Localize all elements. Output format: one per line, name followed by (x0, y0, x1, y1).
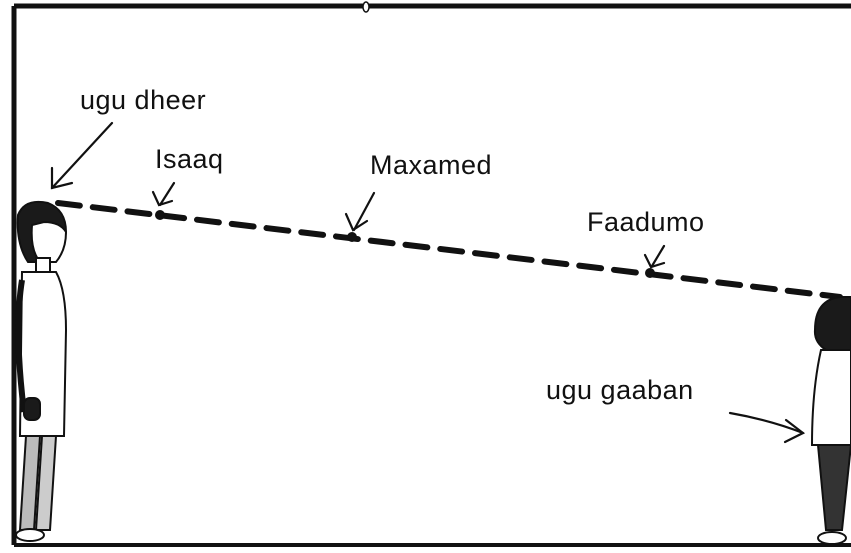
label-tallest: ugu dheer (80, 85, 207, 115)
label-maxamed: Maxamed (370, 150, 493, 180)
pointer-arrows (50, 121, 806, 444)
isaaq-marker (155, 210, 165, 220)
maxamed-marker (347, 232, 357, 242)
label-shortest: ugu gaaban (546, 375, 694, 405)
shortest-person-figure (810, 296, 851, 545)
dashed-height-line (55, 200, 843, 300)
label-isaaq: Isaaq (155, 144, 224, 174)
faadumo-marker (645, 268, 655, 278)
frame (11, 1, 851, 547)
label-faadumo: Faadumo (587, 207, 705, 237)
tallest-person-figure (15, 200, 68, 542)
